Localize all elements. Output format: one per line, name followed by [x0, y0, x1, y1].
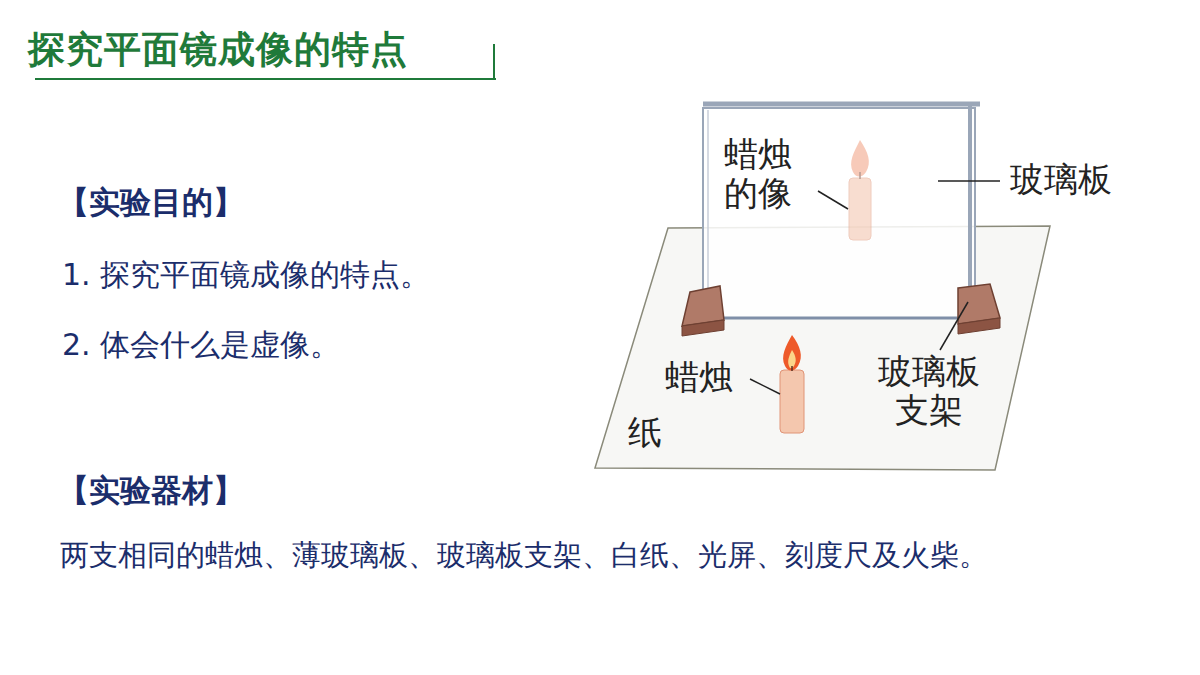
- part-label: 蜡烛: [665, 358, 743, 397]
- list-item: 2. 体会什么是虚像。: [62, 327, 340, 363]
- section-heading: 【实验器材】: [58, 472, 244, 509]
- glass-top-edge: [703, 102, 980, 107]
- glass-plate: [703, 108, 975, 318]
- title-bar: [493, 44, 495, 78]
- part-label: 蜡烛 的像: [724, 135, 802, 213]
- list-item: 1. 探究平面镜成像的特点。: [62, 257, 430, 293]
- glass-inner-edge: [707, 110, 709, 316]
- leader-line: [940, 302, 968, 350]
- materials-text: 两支相同的蜡烛、薄玻璃板、玻璃板支架、白纸、光屏、刻度尺及火柴。: [60, 538, 988, 573]
- glass-bottom-edge: [703, 317, 975, 320]
- section-heading: 【实验目的】: [58, 184, 244, 221]
- leader-line: [750, 379, 780, 394]
- left-support: [682, 286, 724, 336]
- slide-title: 探究平面镜成像的特点: [28, 28, 408, 72]
- leader-line: [938, 180, 1000, 182]
- leader-line: [818, 191, 848, 209]
- candle: [780, 335, 804, 433]
- candle-image: [849, 140, 871, 240]
- part-label: 纸: [628, 413, 672, 452]
- title-underline: [35, 78, 496, 80]
- part-label: 玻璃板 支架: [873, 352, 985, 430]
- part-label: 玻璃板: [1010, 160, 1122, 199]
